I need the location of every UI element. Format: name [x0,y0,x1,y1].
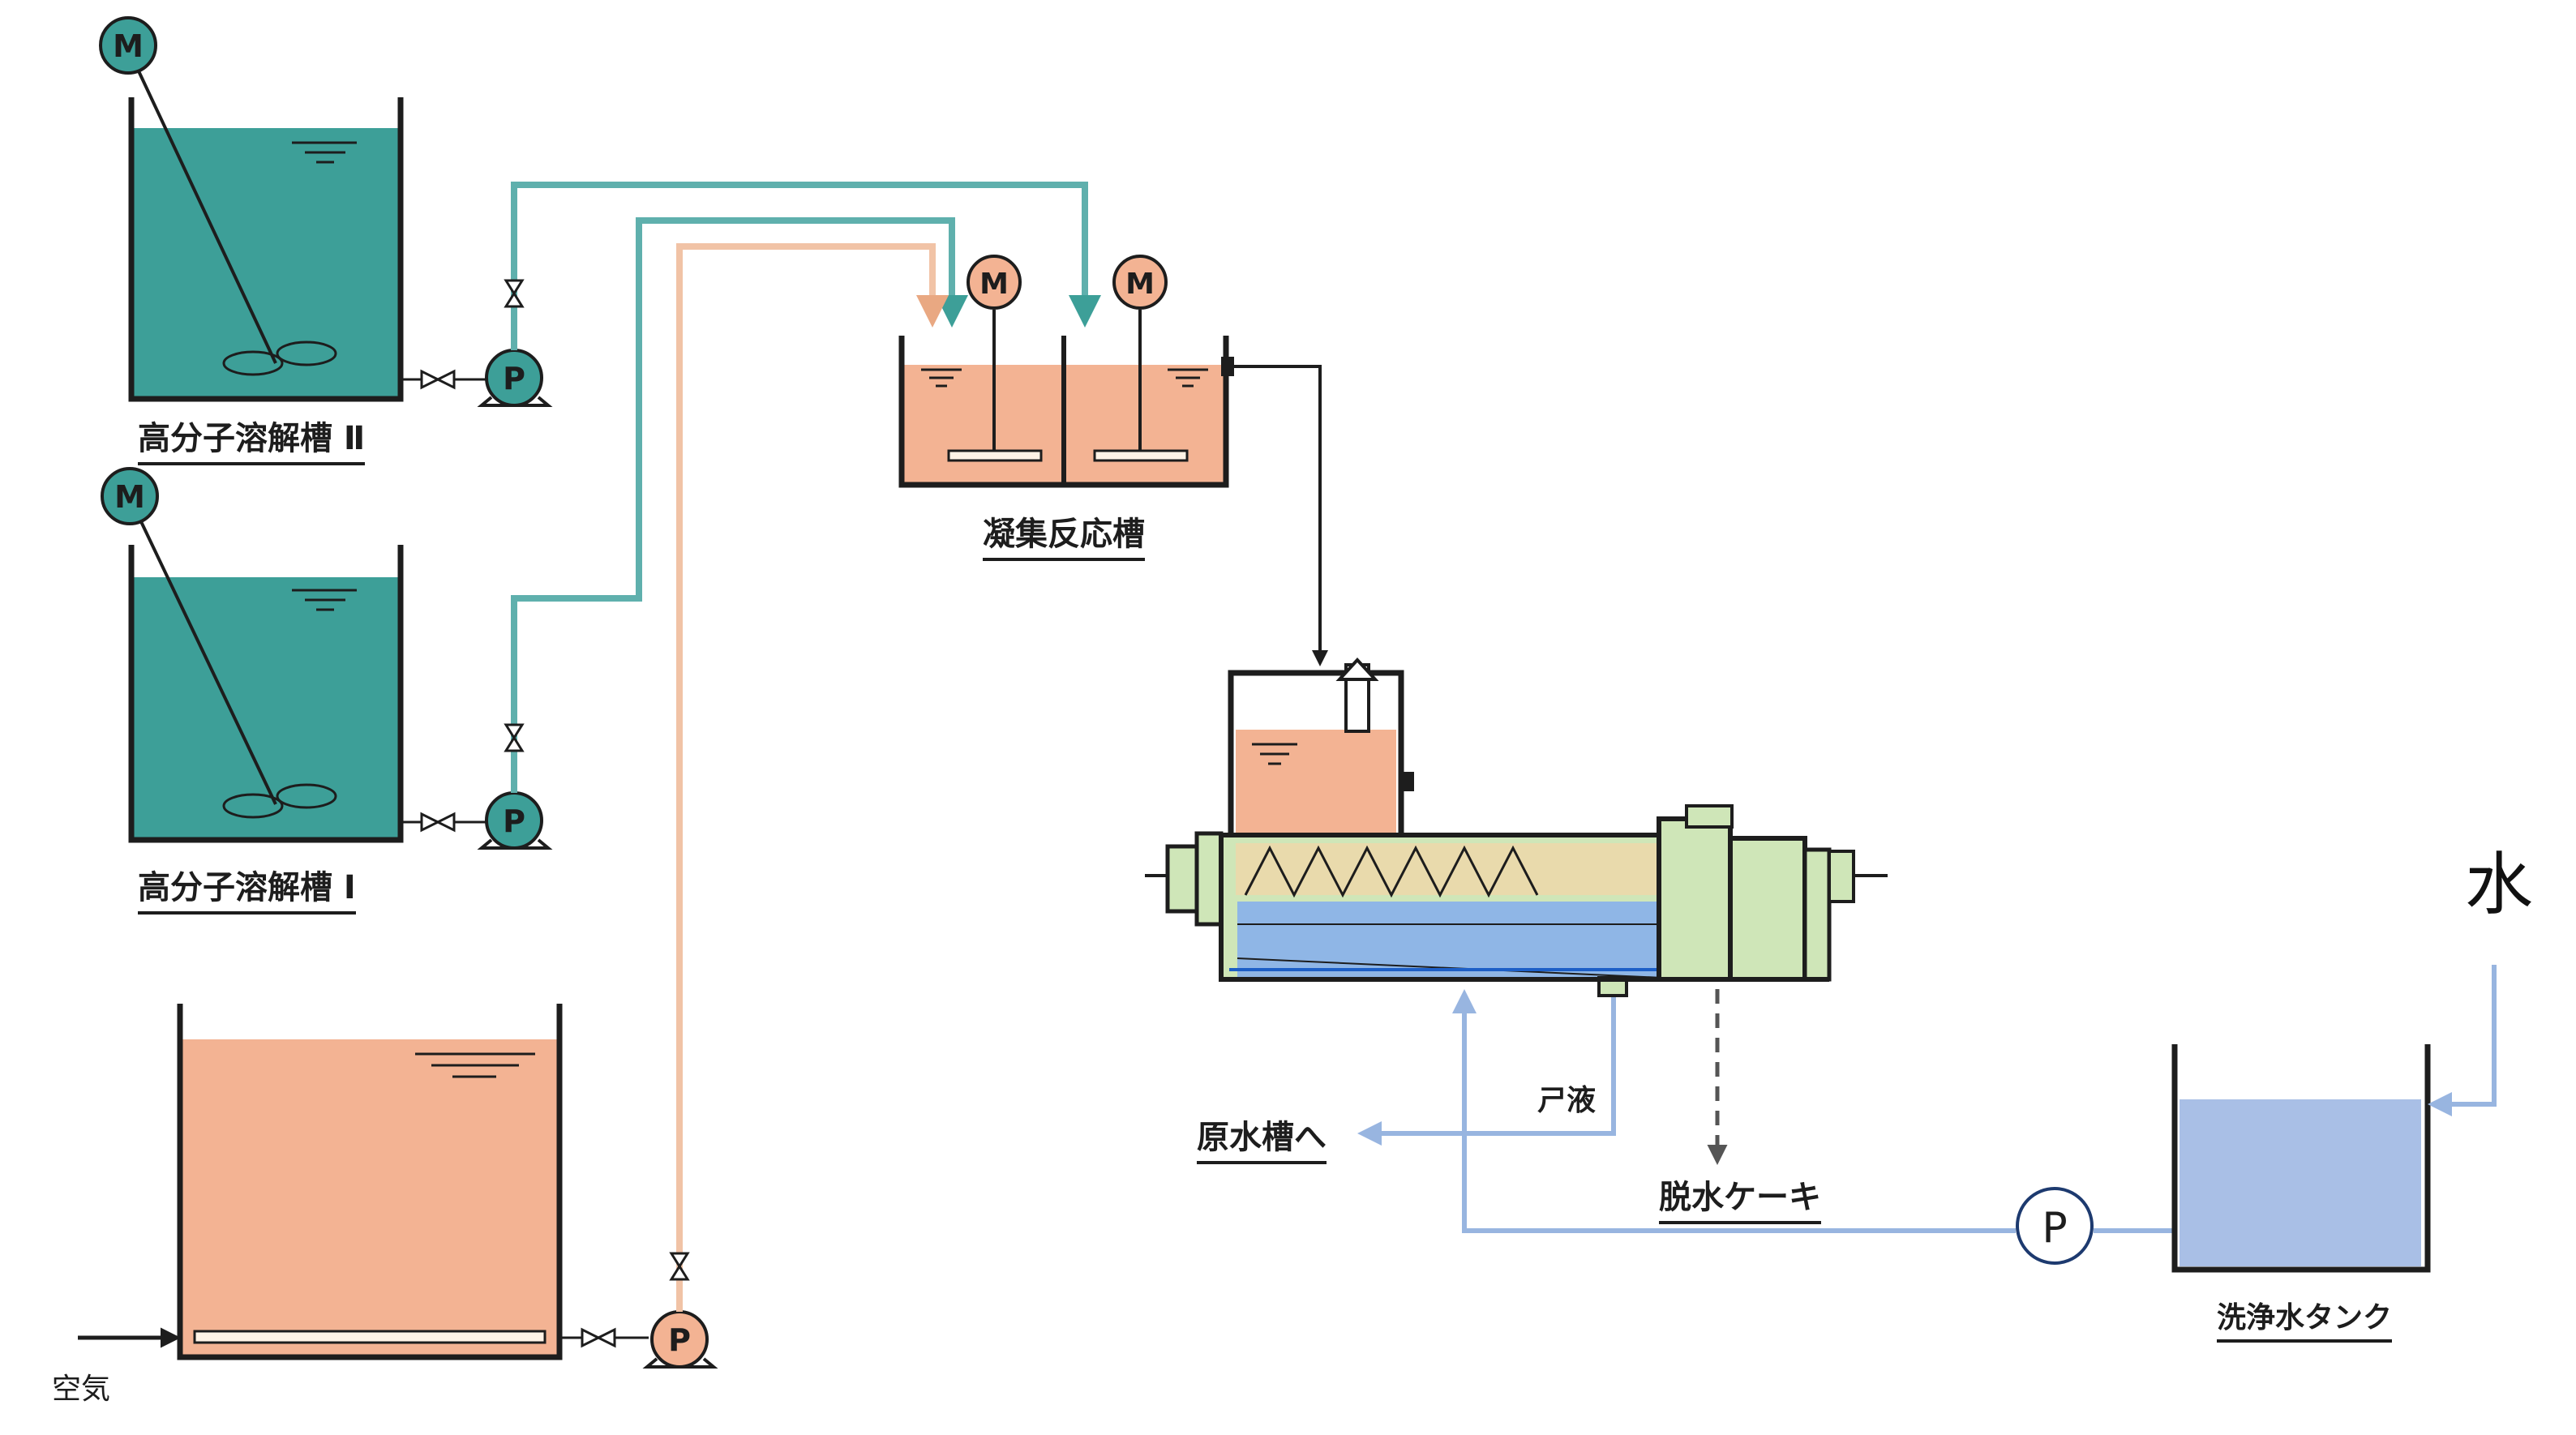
valve-icon [581,1327,616,1348]
agitator-impeller-icon [222,341,337,376]
agitator-impeller-icon [222,783,337,819]
dewatered-cake-label: 脱水ケーキ [1659,1171,1821,1224]
water-level-icon [921,368,1208,388]
pump-sludge: P [559,1310,718,1369]
wash-water-tank-label: 洗浄水タンク [2217,1294,2393,1343]
agitator-shaft [126,48,277,364]
air-label: 空気 [52,1373,111,1406]
wash-water-line [1452,989,2016,1233]
polymer-tank-1 [128,497,404,843]
agitator-shaft [128,497,277,805]
pump-tank-1: P [401,791,553,850]
sludge-line [669,243,949,1312]
pump-tank-2: P [401,349,553,407]
svg-text:P: P [2042,1204,2067,1253]
water-level-icon [292,589,357,611]
wash-pump-icon: P [2016,1187,2094,1265]
polymer-1-line [504,217,968,793]
filtrate-label: ㄕ液 [1537,1084,1597,1117]
motor-icon: M [1112,255,1168,310]
water-label: 水 [2465,845,2534,924]
water-level-icon [415,1052,535,1078]
sludge-tank [78,1004,563,1360]
filtrate-line [1357,997,1616,1146]
to-raw-water-tank-label: 原水槽へ [1197,1111,1327,1164]
svg-text:M: M [979,268,1009,301]
water-supply-line [2428,965,2497,1116]
valve-icon [504,723,525,752]
valve-icon [420,812,456,833]
motor-label: M [113,28,144,64]
tank-1-label: 高分子溶解槽 Ⅰ [138,861,356,915]
polymer-2-line [504,182,1101,350]
water-level-icon [292,141,357,164]
motor-icon: M [967,255,1022,310]
svg-text:M: M [1125,268,1155,301]
valve-icon [504,279,525,308]
svg-text:M: M [114,479,145,515]
svg-text:P: P [503,803,525,839]
coagulation-tank-label: 凝集反応槽 [983,508,1145,561]
motor-icon: M [99,16,157,75]
motor-icon: M [101,467,159,525]
feed-line [1234,365,1328,666]
wash-water-tank [2171,1044,2431,1273]
valve-icon [420,369,456,390]
air-diffuser [193,1330,546,1344]
water-level-icon [1252,743,1297,765]
pump-label: P [503,361,525,396]
coagulation-tank [898,310,1234,488]
svg-text:P: P [668,1322,691,1358]
polymer-tank-2 [126,48,404,402]
valve-icon [669,1252,690,1281]
screw-press [1145,658,1888,997]
tank-2-label: 高分子溶解槽 Ⅱ [138,412,366,465]
